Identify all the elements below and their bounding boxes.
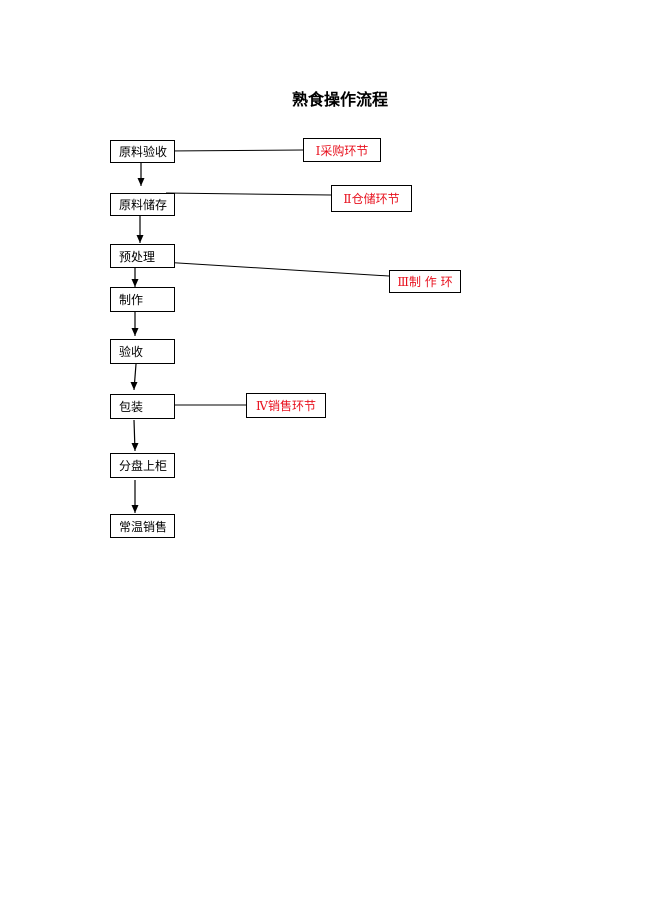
stage-box: Ⅰ采购环节 — [303, 138, 381, 162]
page-title: 熟食操作流程 — [291, 90, 388, 109]
arrowhead-5-6 — [130, 382, 138, 390]
step-box: 预处理 — [110, 244, 175, 268]
arrowhead-7-8 — [131, 505, 139, 513]
step-box: 制作 — [110, 287, 175, 312]
step-box: 包装 — [110, 394, 175, 419]
arrowhead-2-3 — [136, 235, 144, 243]
step-box: 分盘上柜 — [110, 453, 175, 478]
arrowhead-3-4 — [131, 279, 139, 287]
step-box: 原料储存 — [110, 193, 175, 216]
stage-box: Ⅳ销售环节 — [246, 393, 326, 418]
step-box: 常温销售 — [110, 514, 175, 538]
arrowhead-4-5 — [131, 328, 139, 336]
step-box: 原料验收 — [110, 140, 175, 163]
arrowhead-1-2 — [137, 178, 145, 186]
stage-box: Ⅲ制 作 环 — [389, 270, 461, 293]
stage-box: Ⅱ仓储环节 — [331, 185, 412, 212]
arrowhead-6-7 — [131, 443, 139, 451]
connector-stage-3 — [161, 261, 390, 277]
connector-stage-2 — [165, 192, 332, 196]
connector-stage-1 — [165, 149, 304, 152]
step-box: 验收 — [110, 339, 175, 364]
